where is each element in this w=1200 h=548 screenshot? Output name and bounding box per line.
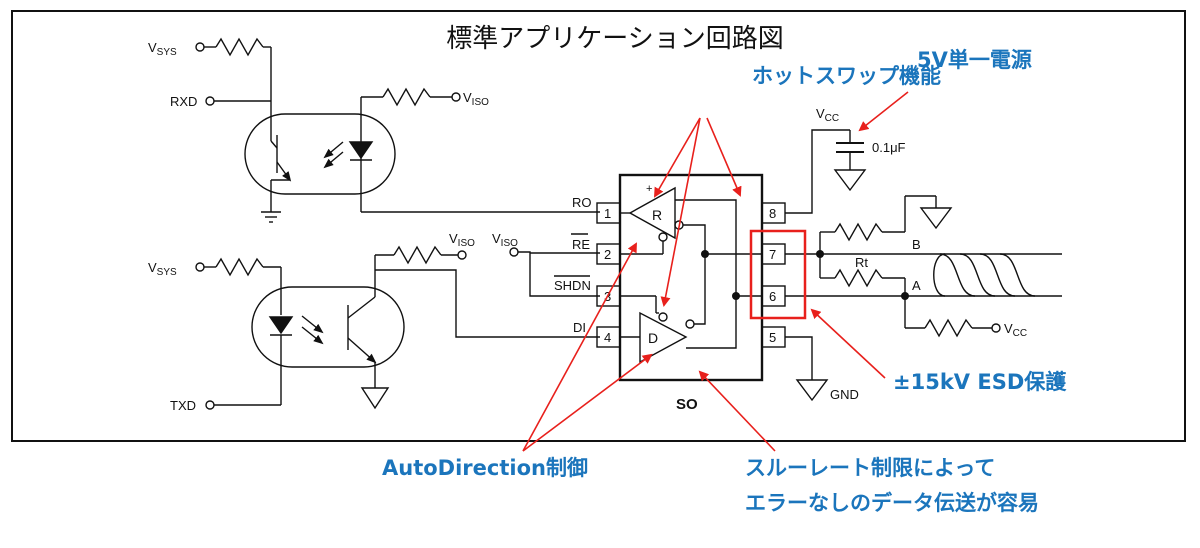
- callout-supply: 5V単一電源: [917, 48, 1032, 72]
- pin-5: 5: [769, 330, 776, 345]
- callout-hotswap: ホットスワップ機能: [752, 64, 941, 88]
- receiver-label: R: [652, 207, 662, 223]
- bus-b-label: B: [912, 237, 921, 252]
- pin-di-label: DI: [573, 320, 586, 335]
- schematic-frame: [11, 10, 1186, 442]
- viso-label-mid: VISO: [449, 231, 475, 249]
- package-label: SO: [676, 396, 698, 413]
- pin-re-label: RE: [572, 237, 590, 252]
- callout-slew-line1: スルーレート制限によって: [745, 456, 996, 480]
- rt-label: Rt: [855, 255, 868, 270]
- receiver-plus-label: +: [646, 183, 652, 195]
- vsys-label-bottom: VSYS: [148, 260, 177, 278]
- pin-7: 7: [769, 247, 776, 262]
- esd-highlight-box: [749, 229, 807, 320]
- pin-4: 4: [604, 330, 611, 345]
- pin-ro-label: RO: [572, 195, 592, 210]
- pin-8: 8: [769, 206, 776, 221]
- driver-label: D: [648, 330, 658, 346]
- callout-slew-line2: エラーなしのデータ伝送が容易: [745, 491, 1039, 515]
- viso-label-re: VISO: [492, 231, 518, 249]
- gnd-label: GND: [830, 387, 859, 402]
- callout-autodirection: AutoDirection制御: [382, 456, 588, 480]
- rxd-label: RXD: [170, 94, 197, 109]
- pin-6: 6: [769, 289, 776, 304]
- callout-esd: ±15kV ESD保護: [893, 370, 1067, 394]
- pin-1: 1: [604, 206, 611, 221]
- vcc-label-bottom: VCC: [1004, 321, 1027, 339]
- capacitor-label: 0.1μF: [872, 140, 906, 155]
- pin-2: 2: [604, 247, 611, 262]
- viso-label-top: VISO: [463, 90, 489, 108]
- bus-a-label: A: [912, 278, 921, 293]
- txd-label: TXD: [170, 398, 196, 413]
- vsys-label-top: VSYS: [148, 40, 177, 58]
- pin-shdn-label: SHDN: [554, 278, 591, 293]
- vcc-label-top: VCC: [816, 106, 839, 124]
- page-title: 標準アプリケーション回路図: [446, 24, 784, 54]
